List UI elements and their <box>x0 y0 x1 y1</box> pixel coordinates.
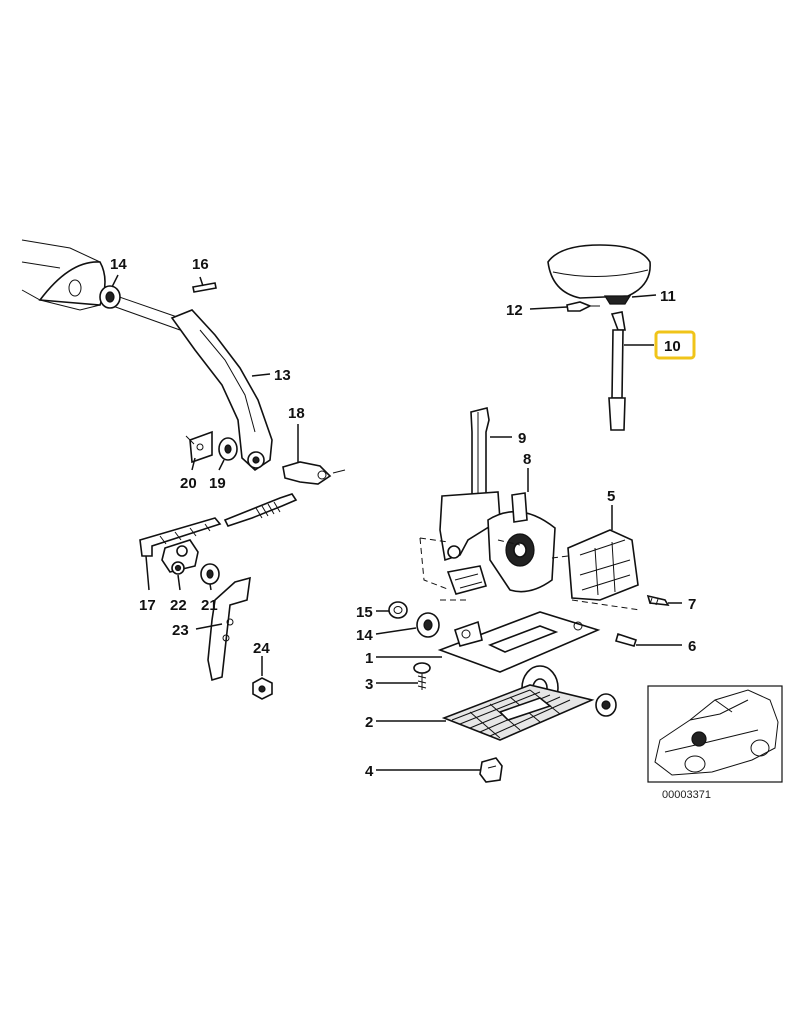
leader-lines <box>111 274 682 771</box>
callout-11[interactable]: 11 <box>660 288 676 305</box>
callout-13[interactable]: 13 <box>274 367 291 384</box>
callout-14-right[interactable]: 14 <box>356 627 373 644</box>
left-linkage-assembly <box>21 239 346 700</box>
callout-9[interactable]: 9 <box>518 430 526 447</box>
callout-24[interactable]: 24 <box>253 640 270 657</box>
callout-4[interactable]: 4 <box>365 763 374 780</box>
callout-8[interactable]: 8 <box>523 451 531 468</box>
callout-22[interactable]: 22 <box>170 597 187 614</box>
callout-12[interactable]: 12 <box>506 302 523 319</box>
callout-14-left[interactable]: 14 <box>110 256 127 273</box>
callout-2[interactable]: 2 <box>365 714 373 731</box>
callout-20[interactable]: 20 <box>180 475 197 492</box>
diagram-code: 00003371 <box>662 789 711 801</box>
vehicle-locator-inset <box>647 685 783 783</box>
right-shifter-assembly <box>388 244 670 783</box>
callout-23[interactable]: 23 <box>172 622 189 639</box>
callout-3[interactable]: 3 <box>365 676 373 693</box>
callout-15[interactable]: 15 <box>356 604 373 621</box>
callout-1[interactable]: 1 <box>365 650 373 667</box>
callout-16[interactable]: 16 <box>192 256 209 273</box>
callout-21[interactable]: 21 <box>201 597 218 614</box>
callout-19[interactable]: 19 <box>209 475 226 492</box>
callout-labels: 14 16 13 18 20 19 17 22 21 23 24 9 8 5 7… <box>110 256 696 780</box>
callout-18[interactable]: 18 <box>288 405 305 422</box>
callout-10[interactable]: 10 <box>664 338 681 355</box>
callout-5[interactable]: 5 <box>607 488 615 505</box>
highlight-box-10 <box>654 330 696 360</box>
callout-6[interactable]: 6 <box>688 638 696 655</box>
callout-7[interactable]: 7 <box>688 596 696 613</box>
callout-17[interactable]: 17 <box>139 597 156 614</box>
location-marker <box>691 731 707 747</box>
